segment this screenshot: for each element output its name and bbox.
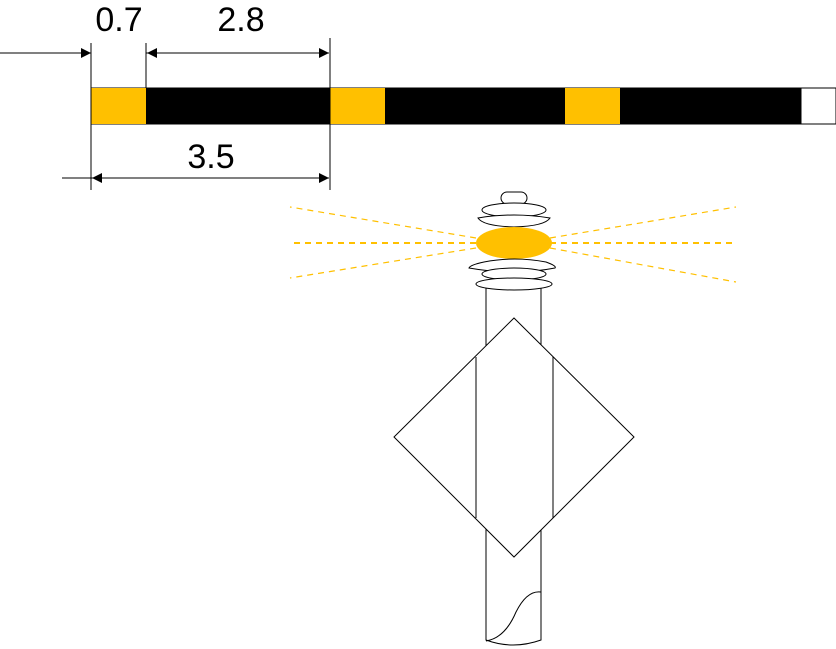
band-black-segment-2 — [385, 88, 565, 124]
lamp-collar-2 — [475, 277, 553, 291]
band-black-segment-3 — [620, 88, 801, 124]
lamp-light — [476, 227, 552, 259]
band-yellow-segment-3 — [565, 88, 620, 124]
band-black-segment-1 — [146, 88, 330, 124]
ray-left-upper — [289, 206, 477, 239]
light-rays — [289, 206, 737, 283]
ray-right-lower — [549, 247, 737, 283]
ray-left-lower — [289, 247, 477, 279]
band-white-end — [800, 87, 836, 125]
dimension-lines: 0.7 2.8 3.5 — [0, 1, 331, 190]
diamond-sign — [393, 317, 635, 558]
lamp-bottom-cone — [468, 258, 556, 273]
dim-label-period: 3.5 — [187, 138, 234, 176]
striped-band — [90, 87, 836, 125]
dim-label-yellow: 0.7 — [95, 1, 142, 39]
dim-label-black: 2.8 — [217, 1, 264, 39]
ray-right-upper — [549, 206, 737, 239]
band-yellow-segment-1 — [91, 88, 146, 124]
lamp-top-cone — [477, 214, 551, 228]
band-yellow-segment-2 — [330, 88, 385, 124]
marker-post — [393, 191, 635, 646]
lamp-top-knob — [500, 191, 528, 205]
post-cut-curve — [485, 591, 542, 642]
